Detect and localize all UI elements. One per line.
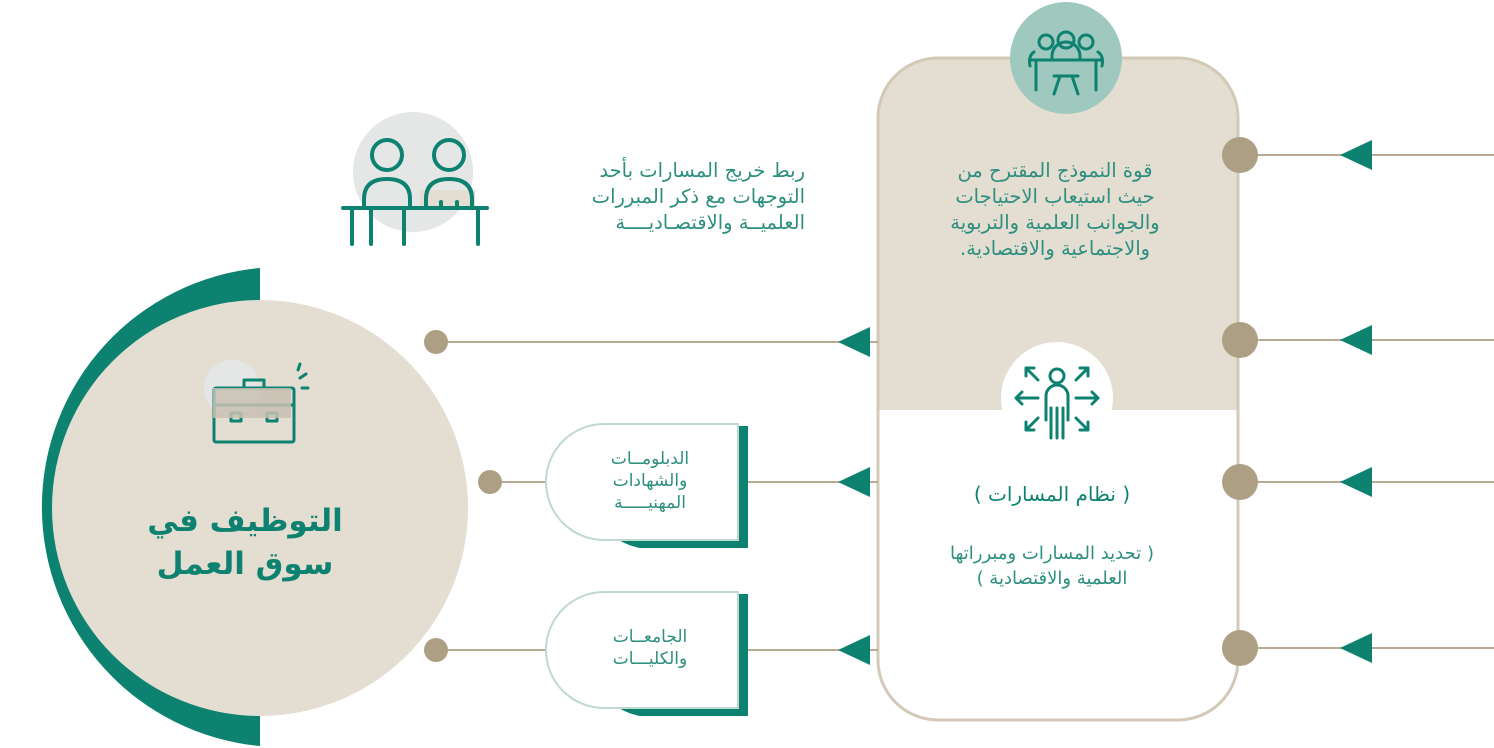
connector-dot <box>1222 322 1258 358</box>
paths-system-title: ( نظام المسارات ) <box>973 482 1131 506</box>
connector-dot <box>1222 630 1258 666</box>
diplomas-line-1: الدبلومــات <box>610 449 690 469</box>
universities-label: الجامعــات والكليـــات <box>570 626 730 670</box>
system-sub-line-1: ( تحديد المسارات ومبرراتها <box>950 543 1154 564</box>
arrow-left-icon <box>1340 325 1372 355</box>
connector-dot <box>1222 464 1258 500</box>
arrow-left-icon <box>838 467 870 497</box>
output-dots <box>424 330 502 662</box>
employment-line-1: التوظيف في <box>147 503 343 539</box>
link-line-3: العلميــة والاقتصـاديــــة <box>615 211 805 234</box>
arrow-left-icon <box>1340 140 1372 170</box>
pill-diplomas <box>545 423 748 548</box>
diplomas-label: الدبلومــات والشهادات المهنيـــــة <box>570 448 730 514</box>
employment-title: التوظيف في سوق العمل <box>80 500 410 586</box>
paths-system-subtitle: ( تحديد المسارات ومبرراتها العلمية والاق… <box>900 541 1204 591</box>
connector-dot <box>478 470 502 494</box>
arrow-left-icon <box>1340 633 1372 663</box>
link-line-1: ربط خريج المسارات بأحد <box>599 159 805 182</box>
arrow-left-icon <box>838 327 870 357</box>
link-graduate-text: ربط خريج المسارات بأحد التوجهات مع ذكر ا… <box>500 158 805 236</box>
input-dots <box>1222 137 1258 666</box>
diplomas-line-3: المهنيـــــة <box>614 493 686 513</box>
model-line-4: والاجتماعية والاقتصادية. <box>959 237 1151 260</box>
model-line-1: قوة النموذج المقترح من <box>957 159 1153 182</box>
employment-line-2: سوق العمل <box>156 546 334 582</box>
input-arrows <box>1340 140 1372 663</box>
output-arrows <box>838 327 870 665</box>
pill-universities <box>545 591 748 716</box>
briefcase-icon <box>204 360 310 444</box>
pill-diplomas-body <box>545 423 739 541</box>
meeting-group-icon <box>1010 2 1122 114</box>
pill-universities-body <box>545 591 739 709</box>
two-people-desk-icon <box>341 112 489 246</box>
universities-line-1: الجامعــات <box>612 627 688 647</box>
connector-dot <box>424 638 448 662</box>
arrow-left-icon <box>1340 467 1372 497</box>
universities-line-2: والكليـــات <box>612 649 688 669</box>
arrow-left-icon <box>838 635 870 665</box>
employment-disc <box>52 300 468 716</box>
diplomas-line-2: والشهادات <box>612 471 688 491</box>
person-directions-icon <box>1001 342 1113 454</box>
model-line-2: حيث استيعاب الاحتياجات <box>955 185 1155 208</box>
model-line-3: والجوانب العلمية والتربوية <box>950 211 1160 234</box>
link-line-2: التوجهات مع ذكر المبررات <box>591 185 805 208</box>
connector-dot <box>424 330 448 354</box>
model-strength-text: قوة النموذج المقترح من حيث استيعاب الاحت… <box>900 158 1210 262</box>
system-sub-line-2: العلمية والاقتصادية ) <box>976 568 1128 589</box>
input-connectors <box>1240 154 1494 649</box>
connector-dot <box>1222 137 1258 173</box>
